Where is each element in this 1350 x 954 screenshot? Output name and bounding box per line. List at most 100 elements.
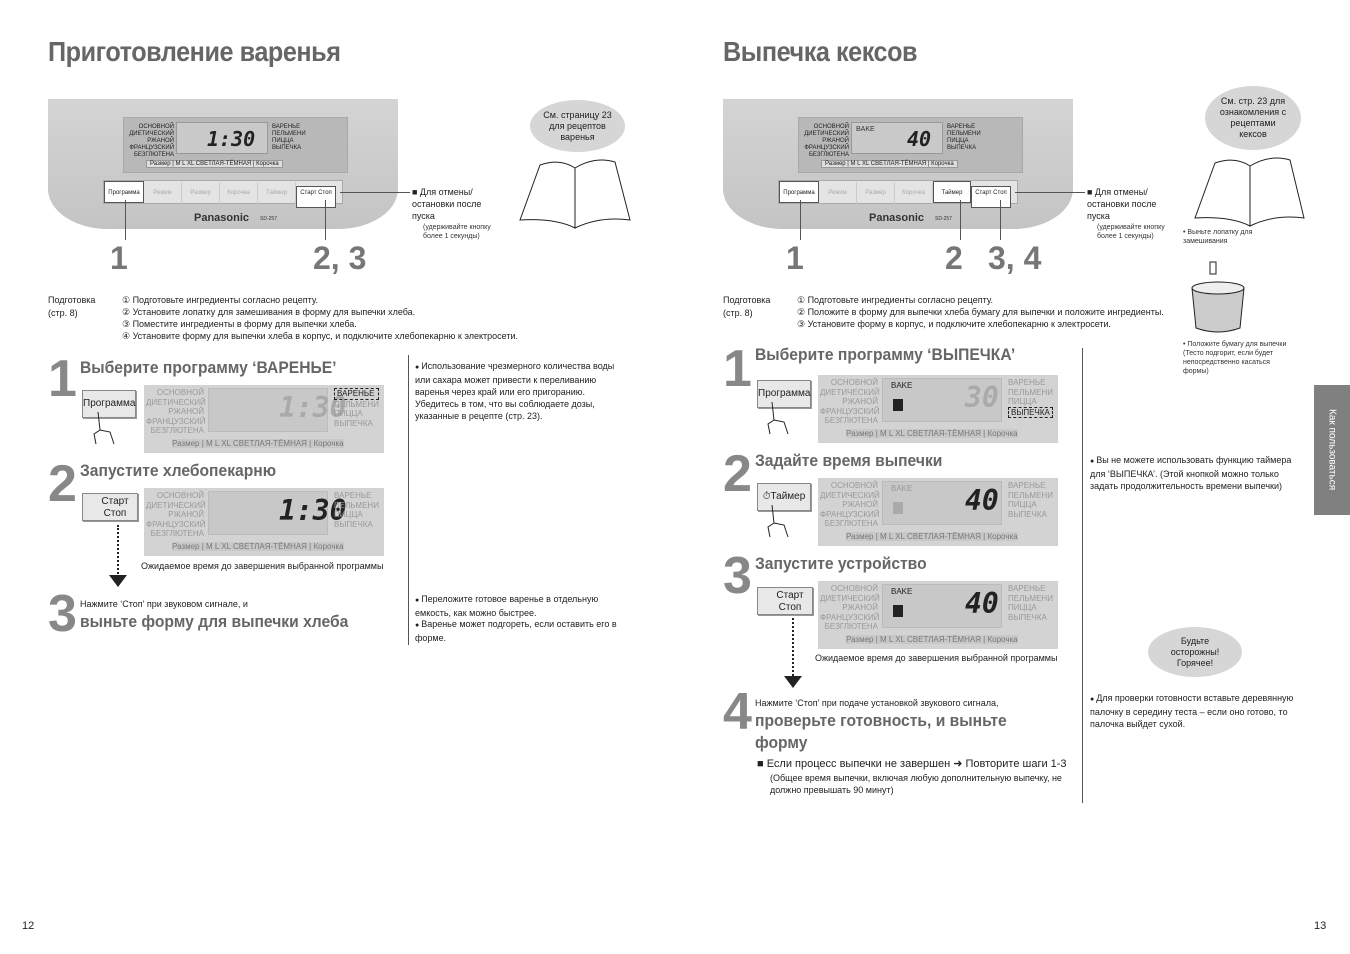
page-number-left: 12	[22, 920, 35, 932]
start-stop-key[interactable]: Старт Стоп	[757, 587, 813, 615]
book-icon	[519, 159, 631, 229]
prep-step-1: ① Подготовьте ингредиенты согласно рецеп…	[797, 295, 993, 305]
bake-pan-icon	[893, 399, 903, 411]
step3-note-1: Переложите готовое варенье в отдельную е…	[415, 593, 625, 619]
prep-step-4: ④ Установите форму для выпечки хлеба в к…	[122, 331, 519, 341]
step4-sub: ■ Если процесс выпечки не завершен ➜ Пов…	[757, 758, 1067, 770]
model-label: SD-257	[260, 216, 277, 222]
page-title-left: Приготовление варенья	[48, 36, 341, 67]
cancel-subnote: (удерживайте кнопку более 1 секунды)	[423, 224, 491, 240]
size-button[interactable]: Размер	[182, 182, 220, 204]
recipe-bubble: См. страницу 23 для рецептов варенья	[530, 100, 625, 152]
column-divider-left	[408, 355, 409, 645]
prep-step-1: ① Подготовьте ингредиенты согласно рецеп…	[122, 295, 318, 305]
step3-note-2: Варенье может подгореть, если оставить е…	[415, 618, 625, 644]
callout-line-1	[800, 200, 801, 240]
program-key[interactable]: Программа	[757, 380, 811, 408]
step-number: 4	[723, 683, 752, 741]
bake-label: BAKE	[891, 484, 913, 493]
callout-line-34	[1000, 200, 1001, 240]
clock-icon: ⏱	[762, 491, 771, 502]
callout-line-1	[125, 200, 126, 240]
size-bar: Размер | M L XL СВЕТЛАЯ-ТЁМНАЯ | Корочка	[846, 635, 1018, 644]
bake-label: BAKE	[891, 587, 913, 596]
arrow-down-icon	[784, 676, 802, 688]
callout-number-1: 1	[110, 240, 128, 276]
step4-pre: Нажмите ‘Стоп’ при подаче установкой зву…	[755, 698, 999, 708]
callout-number-34: 3, 4	[988, 240, 1042, 276]
book-icon	[1194, 157, 1305, 227]
start-stop-key[interactable]: Старт Стоп	[82, 493, 138, 521]
cancel-line	[1015, 192, 1085, 193]
step2-note: Вы не можете использовать функцию таймер…	[1090, 454, 1305, 492]
program-key[interactable]: Программа	[82, 390, 136, 418]
prep-step-3: ③ Поместите ингредиенты в форму для выпе…	[122, 319, 357, 329]
mode-button[interactable]: Режим	[144, 182, 182, 204]
cancel-note: ■ Для отмены/ остановки после пуска	[1087, 187, 1157, 221]
step-title: Задайте время выпечки	[755, 451, 943, 470]
page-number-right: 13	[1314, 920, 1327, 932]
step-title: Выберите программу ‘ВАРЕНЬЕ’	[80, 358, 337, 377]
page-title-right: Выпечка кексов	[723, 36, 918, 67]
caution-bubble: Будьте осторожны! Горячее!	[1148, 627, 1242, 677]
hand-pointer-icon	[93, 411, 115, 445]
prep-step-3: ③ Установите форму в корпус, и подключит…	[797, 319, 1112, 329]
step-title: проверьте готовность, и выньте форму	[755, 711, 1007, 752]
size-bar: Размер | M L XL СВЕТЛАЯ-ТЁМНАЯ | Корочка	[821, 160, 958, 168]
step-title: Выберите программу ‘ВЫПЕЧКА’	[755, 345, 1016, 364]
crust-button[interactable]: Корочка	[220, 182, 258, 204]
size-bar: Размер | M L XL СВЕТЛАЯ-ТЁМНАЯ | Корочка	[172, 439, 344, 448]
mode-button[interactable]: Режим	[819, 182, 857, 204]
lcd-screen: 1:30	[176, 122, 268, 154]
step-number: 1	[723, 340, 752, 398]
side-note-paper: • Положите бумагу для выпечки (Тесто под…	[1183, 341, 1287, 375]
lcd-time: 30	[965, 381, 999, 414]
step-number: 3	[48, 585, 77, 643]
bake-pan-icon	[893, 605, 903, 617]
lcd-time: 1:30	[279, 391, 347, 424]
timer-button[interactable]: Таймер	[933, 181, 971, 203]
timer-button[interactable]: Таймер	[258, 182, 296, 204]
step-number: 3	[723, 547, 752, 605]
program-button[interactable]: Программа	[104, 181, 144, 203]
model-label: SD-257	[935, 216, 952, 222]
lcd-time: 1:30	[279, 494, 347, 527]
prep-label: Подготовка (стр. 8)	[723, 295, 771, 318]
side-note-paddle: • Выньте лопатку для замешивания	[1183, 229, 1253, 245]
brand-logo: Panasonic	[194, 212, 250, 224]
bake-pan-icon	[893, 502, 903, 514]
start-stop-button[interactable]: Старт Стоп	[296, 186, 336, 208]
column-divider-right	[1082, 348, 1083, 803]
dotted-arrow-line	[117, 525, 119, 577]
step3-pre: Нажмите ‘Стоп’ при звуковом сигнале, и	[80, 599, 248, 609]
callout-number-1: 1	[786, 240, 804, 276]
recipe-bubble: См. стр. 23 для ознакомления с рецептами…	[1205, 86, 1301, 150]
lcd-screen: BAKE 40	[851, 122, 943, 154]
size-bar: Размер | M L XL СВЕТЛАЯ-ТЁМНАЯ | Корочка	[146, 160, 283, 168]
step4-note: Для проверки готовности вставьте деревян…	[1090, 692, 1305, 730]
step-title: выньте форму для выпечки хлеба	[80, 612, 349, 631]
step-title: Запустите устройство	[755, 554, 927, 573]
lcd-time: 40	[907, 127, 932, 151]
dotted-arrow-line	[792, 618, 794, 676]
step-title: Запустите хлебопекарню	[80, 461, 277, 480]
crust-button[interactable]: Корочка	[895, 182, 933, 204]
estimated-time-caption: Ожидаемое время до завершения выбранной …	[815, 653, 1058, 663]
size-button[interactable]: Размер	[857, 182, 895, 204]
program-button[interactable]: Программа	[779, 181, 819, 203]
start-stop-button[interactable]: Старт Стоп	[971, 186, 1011, 208]
size-bar: Размер | M L XL СВЕТЛАЯ-ТЁМНАЯ | Корочка	[846, 429, 1018, 438]
size-bar: Размер | M L XL СВЕТЛАЯ-ТЁМНАЯ | Корочка	[846, 532, 1018, 541]
prep-label: Подготовка (стр. 8)	[48, 295, 96, 318]
timer-key[interactable]: ⏱Таймер	[757, 483, 811, 511]
